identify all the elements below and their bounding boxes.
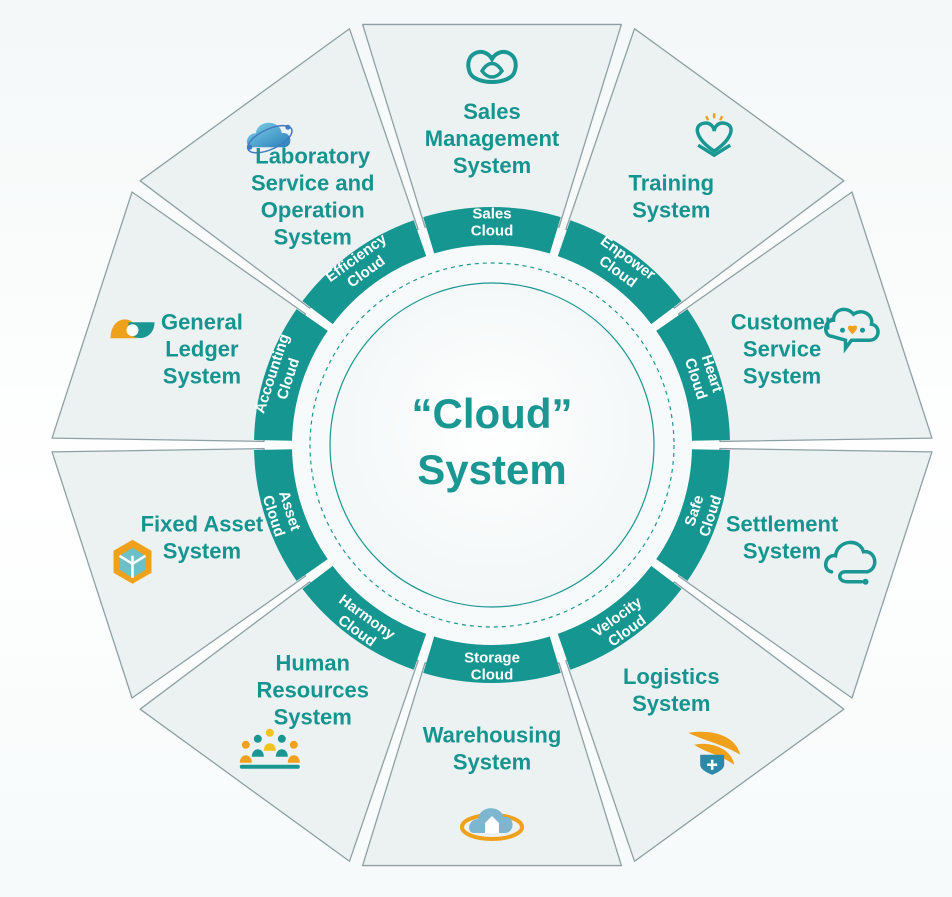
system-title-general: General: [161, 310, 243, 335]
cloud-band-segment: [254, 449, 328, 581]
system-title-general: System: [163, 364, 241, 389]
system-title-logistics: System: [632, 691, 710, 716]
system-title-human: System: [274, 705, 352, 730]
system-title-settlement: Settlement: [726, 512, 839, 537]
center-title: System: [417, 446, 566, 493]
system-title-training: System: [632, 198, 710, 223]
hexagon-asset-icon: [113, 539, 152, 584]
system-title-laboratory: Service and: [251, 171, 375, 196]
system-title-warehousing: System: [453, 749, 531, 774]
system-title-training: Training: [628, 171, 714, 196]
system-title-laboratory: System: [274, 225, 352, 250]
system-title-customer: System: [743, 364, 821, 389]
system-title-laboratory: Operation: [261, 198, 365, 223]
system-title-human: Resources: [256, 678, 369, 703]
cloud-label-line: Cloud: [471, 666, 514, 683]
system-title-sales: Sales: [463, 99, 521, 124]
heart-book-icon: [695, 113, 733, 158]
cloud-band-segment: [423, 206, 561, 254]
cloud-band-segment: [254, 309, 328, 441]
system-title-warehousing: Warehousing: [423, 722, 562, 747]
cloud-band-segment: [557, 220, 682, 325]
system-title-customer: Customer: [731, 310, 834, 335]
cloud-band-segment: [656, 309, 730, 441]
system-title-customer: Service: [743, 337, 821, 362]
speed-shield-icon: [688, 731, 741, 775]
cloud-orbit-icon: [246, 122, 293, 154]
system-title-fixed-asset: System: [163, 539, 241, 564]
cloud-outline-icon: [823, 540, 877, 585]
system-title-sales: Management: [425, 126, 560, 151]
cloud-label-line: Storage: [464, 649, 520, 666]
cloud-band-segment: [302, 220, 427, 325]
center-circle: [329, 282, 655, 608]
system-title-sales: System: [453, 153, 531, 178]
system-title-laboratory: Laboratory: [255, 144, 371, 169]
cloud-label-line: Sales: [472, 205, 511, 222]
people-group-icon: [239, 728, 300, 769]
cloud-band-segment: [656, 449, 730, 581]
cloud-house-icon: [460, 808, 524, 841]
cloud-label-line: Cloud: [471, 222, 514, 239]
inner-ring: [254, 206, 730, 684]
infinity-cloud-icon: [466, 50, 518, 84]
sector-ring: [51, 23, 933, 867]
dashed-ring: [309, 262, 675, 628]
system-title-settlement: System: [743, 539, 821, 564]
cloud-band-segment: [423, 636, 561, 684]
cloud-band-segment: [557, 565, 682, 670]
system-title-fixed-asset: Fixed Asset: [141, 512, 264, 537]
system-title-logistics: Logistics: [623, 664, 720, 689]
ledger-link-icon: [110, 319, 155, 339]
system-title-general: Ledger: [165, 337, 239, 362]
chat-heart-cloud-icon: [824, 307, 880, 354]
center-title: “Cloud”: [412, 390, 573, 437]
system-title-human: Human: [275, 651, 350, 676]
cloud-band-segment: [302, 565, 427, 670]
